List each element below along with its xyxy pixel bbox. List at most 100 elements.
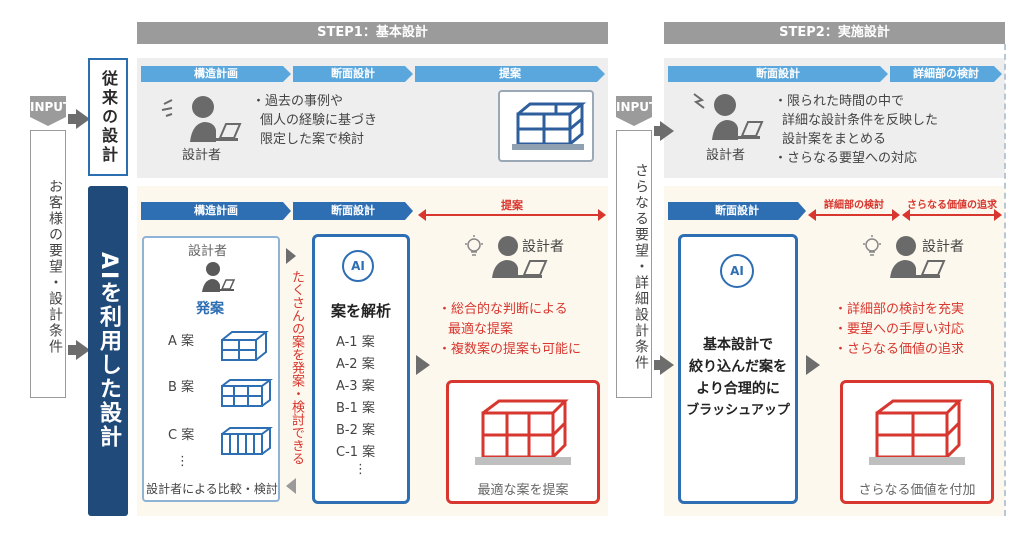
designer-laptop-icon — [712, 120, 764, 140]
designer-person-icon — [896, 236, 916, 256]
text-line: ・過去の事例や — [252, 94, 344, 109]
input-additional-requirements: さらなる要望・詳細設計条件 — [616, 130, 652, 398]
designer-label: 設計者 — [188, 244, 228, 259]
arrow-right-icon — [286, 248, 296, 264]
stress-lines-icon — [161, 99, 173, 117]
phase-proposal: 提案 — [415, 66, 605, 82]
analysis-case: ⋮ — [354, 462, 367, 477]
ai-phase-value-pursuit: さらなる価値の追求 — [902, 199, 1002, 221]
analysis-case: B-1 案 — [336, 401, 376, 416]
text-line: ・複数案の提案も可能に — [438, 342, 582, 357]
proposal-label: 発案 — [196, 301, 224, 317]
arrow-left-icon — [286, 478, 296, 494]
designer-laptop-icon — [492, 260, 548, 278]
brushup-text: 基本設計で 絞り込んだ案を より合理的に ブラッシュアップ — [680, 334, 796, 422]
input-tag-left: INPUT — [30, 96, 66, 126]
traditional-step2-text: ・限られた時間の中で 詳細な設計条件を反映した 設計案をまとめる ・さらなる要望… — [774, 92, 994, 168]
arrow-stem — [68, 114, 76, 124]
phase-section-design-step2: 断面設計 — [668, 66, 888, 82]
case-more: ⋮ — [176, 454, 189, 469]
text-line: ・さらなる価値の追求 — [834, 342, 965, 357]
case-label: B 案 — [168, 380, 195, 395]
designer-laptop-icon — [890, 260, 946, 278]
input-tag-middle: INPUT — [616, 96, 652, 126]
text-line: 基本設計で — [703, 337, 773, 353]
text-line: 詳細な設計条件を反映した — [782, 113, 939, 128]
designer-person-icon — [714, 94, 736, 116]
ai-chip-icon: AI — [342, 250, 374, 282]
ai-phase-structure-planning: 構造計画 — [141, 202, 291, 220]
ai-phase-proposal: 提案 — [418, 199, 606, 221]
analysis-title: 案を解析 — [330, 302, 391, 320]
building-b-icon — [221, 379, 273, 407]
text-line: ・総合的な判断による — [438, 302, 568, 317]
text-line: 最適な提案 — [448, 322, 514, 337]
many-proposals-note: たくさんの案を発案・検討できる — [289, 270, 304, 465]
designer-laptop-icon — [202, 279, 236, 292]
arrow-right-icon — [806, 355, 820, 375]
case-label: A 案 — [168, 334, 195, 349]
designer-label: 設計者 — [522, 239, 564, 255]
step1-header: STEP1：基本設計 — [137, 22, 608, 44]
designer-laptop-icon — [190, 122, 242, 142]
step2-points: ・詳細部の検討を充実 ・要望への手厚い対応 ・さらなる価値の追求 — [834, 300, 1004, 360]
designer-label: 設計者 — [706, 148, 746, 163]
arrow-right-icon — [660, 355, 674, 375]
lightbulb-icon — [863, 235, 881, 256]
text-line: ・さらなる要望への対応 — [774, 151, 918, 166]
analysis-case: A-3 案 — [336, 379, 375, 394]
added-value-card: さらなる価値を付加 — [840, 380, 994, 504]
ai-chip-icon: AI — [720, 254, 754, 288]
step2-header: STEP2：実施設計 — [664, 22, 1005, 44]
input-customer-requirements: お客様の要望・設計条件 — [30, 130, 66, 398]
ai-phase-detail-review: 詳細部の検討 — [808, 199, 900, 221]
arrow-right-icon — [416, 355, 430, 375]
optimal-proposal-card: 最適な案を提案 — [446, 380, 600, 504]
text-line: 絞り込んだ案を — [689, 359, 787, 375]
arrow-stem — [654, 126, 662, 136]
text-line: 設計案をまとめる — [782, 132, 887, 147]
text-line: ・要望への手厚い対応 — [834, 322, 965, 337]
text-line: 個人の経験に基づき — [260, 113, 378, 128]
ai-design-label: AIを利用した設計 — [88, 186, 128, 516]
proposal-points: ・総合的な判断による 最適な提案 ・複数案の提案も可能に — [438, 300, 608, 360]
analysis-case: A-2 案 — [336, 357, 375, 372]
text-line: ・詳細部の検討を充実 — [834, 302, 965, 317]
lightbulb-icon — [465, 235, 483, 256]
designer-person-icon — [192, 96, 214, 118]
stress-lines-icon — [693, 93, 705, 109]
analysis-case: B-2 案 — [336, 423, 376, 438]
phase-structure-planning: 構造計画 — [141, 66, 291, 82]
text-line: ブラッシュアップ — [686, 403, 790, 418]
designer-label: 設計者 — [182, 148, 222, 163]
phase-section-design: 断面設計 — [293, 66, 413, 82]
designer-proposals-card — [142, 236, 280, 502]
designer-person-icon — [206, 262, 220, 276]
designer-label: 設計者 — [922, 239, 964, 255]
analysis-case: C-1 案 — [336, 445, 376, 460]
analysis-case-list: A-1 案 A-2 案 A-3 案 B-1 案 B-2 案 C-1 案 ⋮ — [336, 332, 406, 476]
building-frame-red-icon — [475, 399, 571, 465]
text-line: 限定した案で検討 — [260, 132, 365, 147]
designer-comparison-label: 設計者による比較・検討 — [146, 482, 278, 496]
building-frame-blue-icon — [512, 102, 587, 150]
arrow-right-icon — [76, 109, 90, 129]
phase-detail-review: 詳細部の検討 — [890, 66, 1002, 82]
designer-person-icon — [498, 236, 518, 256]
optimal-proposal-caption: 最適な案を提案 — [477, 483, 569, 498]
traditional-step1-text: ・過去の事例や 個人の経験に基づき 限定した案で検討 — [252, 92, 432, 149]
building-a-icon — [221, 331, 269, 361]
added-value-caption: さらなる価値を付加 — [858, 483, 976, 498]
analysis-case: A-1 案 — [336, 335, 375, 350]
ai-phase-section-design: 断面設計 — [293, 202, 413, 220]
traditional-proposal-card — [498, 90, 594, 162]
case-label: C 案 — [168, 428, 195, 443]
traditional-design-label: 従来の設計 — [88, 58, 128, 176]
building-frame-red-icon — [869, 399, 965, 465]
arrow-stem — [68, 345, 76, 355]
text-line: ・限られた時間の中で — [774, 94, 905, 109]
arrow-right-icon — [660, 121, 674, 141]
text-line: より合理的に — [696, 381, 780, 397]
ai-phase-section-design-step2: 断面設計 — [668, 202, 806, 220]
arrow-stem — [654, 360, 662, 370]
